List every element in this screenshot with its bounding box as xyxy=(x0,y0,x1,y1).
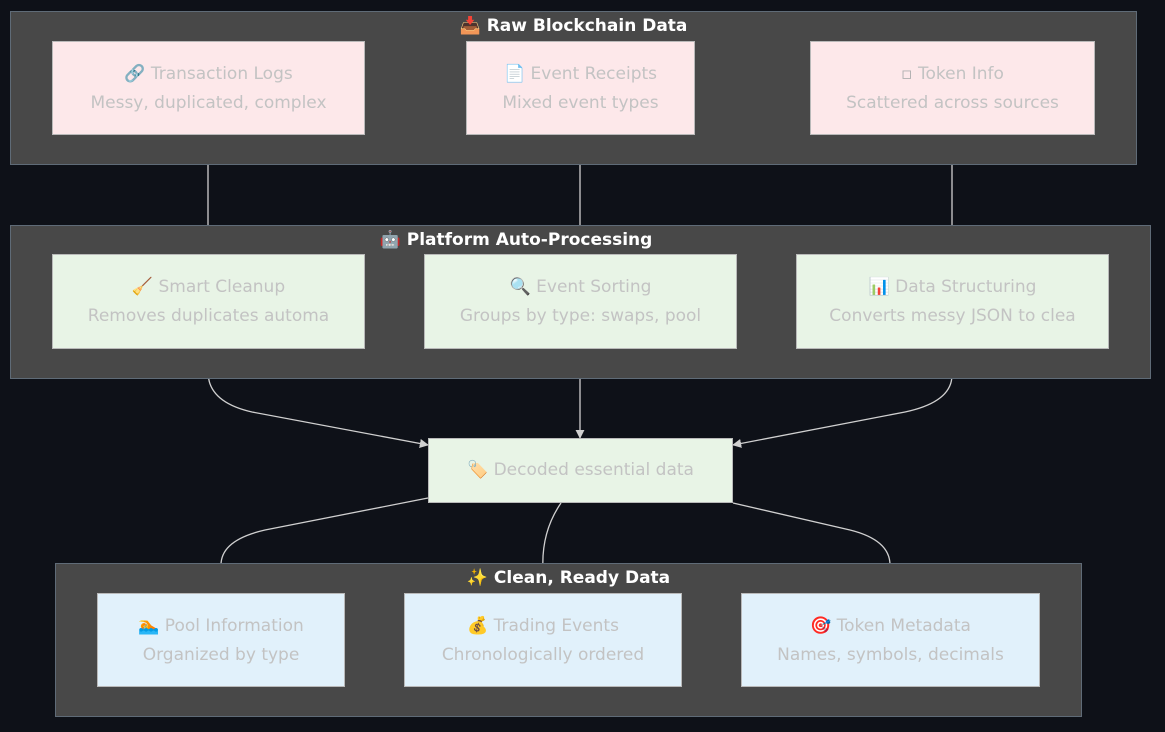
node-subtitle: Groups by type: swaps, pool xyxy=(459,306,702,326)
target-icon: 🎯 xyxy=(810,616,832,636)
label-tag-icon: 🏷️ xyxy=(467,460,489,480)
link-icon: 🔗 xyxy=(124,64,146,84)
bar-chart-icon: 📊 xyxy=(868,277,890,297)
node-subtitle: Mixed event types xyxy=(502,93,659,113)
node-title: Event Receipts xyxy=(530,64,658,84)
node-subtitle: Scattered across sources xyxy=(846,93,1059,113)
node-title: Trading Events xyxy=(493,616,619,636)
pool-information-node[interactable]: 🏊 Pool Information Organized by type xyxy=(97,593,345,687)
robot-icon: 🤖 xyxy=(379,230,401,250)
node-title: Token Info xyxy=(917,64,1004,84)
node-title: Event Sorting xyxy=(536,277,652,297)
node-subtitle: Messy, duplicated, complex xyxy=(90,93,327,113)
document-icon: 📄 xyxy=(503,64,526,84)
group-title-text: Raw Blockchain Data xyxy=(486,16,688,36)
raw-blockchain-data-title: 📥 Raw Blockchain Data xyxy=(11,16,1136,36)
group-title-text: Clean, Ready Data xyxy=(493,568,671,588)
smart-cleanup-node[interactable]: 🧹 Smart Cleanup Removes duplicates autom… xyxy=(52,254,365,349)
broom-icon: 🧹 xyxy=(131,277,154,297)
inbox-tray-icon: 📥 xyxy=(459,16,481,36)
clean-ready-data-title: ✨ Clean, Ready Data xyxy=(56,568,1081,588)
magnifier-icon: 🔍 xyxy=(509,277,531,297)
group-title-text: Platform Auto-Processing xyxy=(406,230,653,250)
transaction-logs-node[interactable]: 🔗 Transaction Logs Messy, duplicated, co… xyxy=(52,41,365,135)
node-subtitle: Chronologically ordered xyxy=(441,645,645,665)
event-sorting-node[interactable]: 🔍 Event Sorting Groups by type: swaps, p… xyxy=(424,254,737,349)
node-subtitle: Names, symbols, decimals xyxy=(777,645,1004,665)
node-title: Transaction Logs xyxy=(150,64,293,84)
token-metadata-node[interactable]: 🎯 Token Metadata Names, symbols, decimal… xyxy=(741,593,1040,687)
trading-events-node[interactable]: 💰 Trading Events Chronologically ordered xyxy=(404,593,682,687)
swimmer-icon: 🏊 xyxy=(138,616,160,636)
node-title: Smart Cleanup xyxy=(158,277,286,297)
money-bag-icon: 💰 xyxy=(467,616,489,636)
node-title: Pool Information xyxy=(164,616,304,636)
node-title: Data Structuring xyxy=(895,277,1037,297)
node-subtitle: Organized by type xyxy=(142,645,300,665)
node-subtitle: Converts messy JSON to clea xyxy=(829,306,1076,326)
node-title: Decoded essential data xyxy=(493,460,694,480)
node-title: Token Metadata xyxy=(836,616,971,636)
small-square-icon: ▫ xyxy=(901,64,913,84)
platform-auto-processing-title: 🤖 Platform Auto-Processing xyxy=(331,230,701,250)
decoded-essential-data-node[interactable]: 🏷️ Decoded essential data xyxy=(428,438,733,503)
sparkles-icon: ✨ xyxy=(466,568,488,588)
data-structuring-node[interactable]: 📊 Data Structuring Converts messy JSON t… xyxy=(796,254,1109,349)
node-subtitle: Removes duplicates automa xyxy=(87,306,330,326)
event-receipts-node[interactable]: 📄 Event Receipts Mixed event types xyxy=(466,41,695,135)
token-info-node[interactable]: ▫ Token Info Scattered across sources xyxy=(810,41,1095,135)
